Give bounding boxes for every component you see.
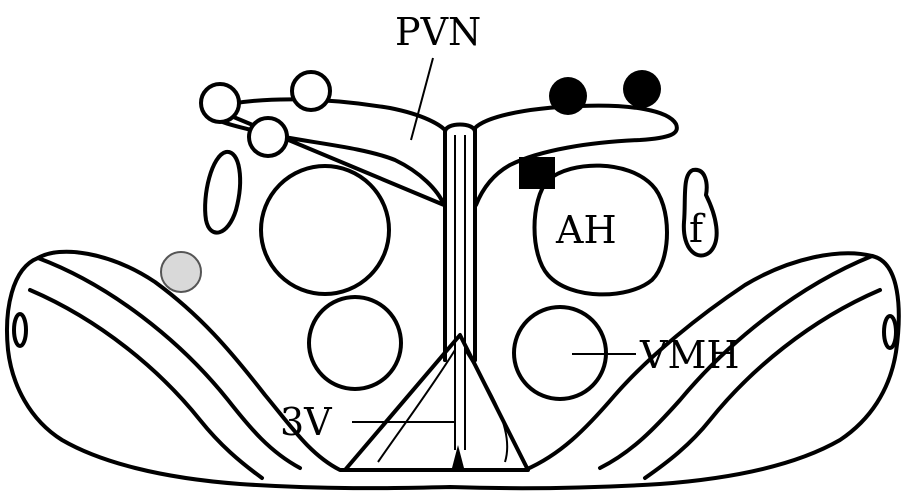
section-outline (7, 252, 899, 488)
left-edge-nub (14, 314, 26, 346)
fornix-label: f (689, 207, 706, 251)
third-ventricle-label: 3V (280, 400, 332, 444)
median-eminence (345, 335, 528, 470)
open-circle-marker (249, 118, 287, 156)
fornix-left (205, 152, 240, 233)
optic-tract-left (38, 258, 300, 468)
filled-circle-marker (549, 77, 587, 115)
right-edge-nub (884, 316, 896, 348)
open-circle-marker (292, 72, 330, 110)
left-vmh (309, 297, 401, 389)
arcuate-dark-tip (452, 445, 464, 468)
stippled-circle-marker (161, 252, 201, 292)
pvn-leader-line (411, 58, 433, 140)
left-anterior-hypothalamus (261, 166, 389, 294)
third-ventricle-channel (445, 125, 475, 361)
pvn-label: PVN (395, 10, 481, 54)
open-circle-marker (201, 84, 239, 122)
median-eminence-inner-right (465, 350, 507, 462)
filled-circle-marker (623, 70, 661, 108)
median-eminence-inner-left (378, 350, 455, 462)
ah-label: AH (555, 208, 617, 252)
vmh-label: VMH (639, 333, 740, 377)
filled-square-marker (519, 157, 555, 189)
